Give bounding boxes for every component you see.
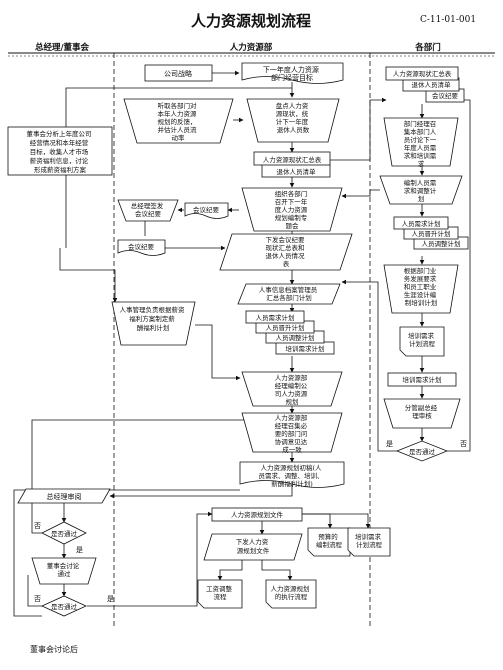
node-dept-collect-needs: 部门经理召 集本部门人 员讨论下一 年度人员需 求和培训需 求 bbox=[383, 117, 459, 168]
node-current-stats: 盘点人力资 源现状，统 计下一年度 退休人员数 bbox=[246, 98, 340, 143]
svg-text:盘点人力资 源现状，统 计下: 盘点人力资 源现状，统 计下一年度 退休人员数 bbox=[276, 101, 311, 134]
page-title: 人力资源规划流程 bbox=[191, 12, 311, 30]
svg-text:编制人员需 求和调整计 划: 编制人员需 求和调整计 划 bbox=[404, 178, 439, 203]
svg-text:培训需求计划: 培训需求计划 bbox=[286, 344, 325, 353]
svg-text:培训需求计划: 培训需求计划 bbox=[403, 375, 442, 384]
svg-text:培训需求 计划流程: 培训需求 计划流程 bbox=[408, 331, 436, 348]
node-board-pass-decision: 是否通过 bbox=[41, 595, 87, 617]
svg-text:人力资源现状汇总表: 人力资源现状汇总表 bbox=[393, 69, 452, 78]
svg-text:人力资源规划文件: 人力资源规划文件 bbox=[231, 510, 284, 519]
node-issue-plan-file: 下发人力资 源规划文件 bbox=[203, 533, 303, 561]
svg-text:部门经理召 集本部门人 员讨: 部门经理召 集本部门人 员讨论下一 年度人员需 求和培训需 求 bbox=[404, 119, 439, 168]
svg-text:培训需求 计划流程: 培训需求 计划流程 bbox=[355, 532, 383, 549]
node-hr-plan-file: 人力资源规划文件 bbox=[211, 507, 303, 522]
node-dept-manager-review: 分管副总经 理审核 bbox=[383, 398, 461, 429]
node-dept-training-needs: 根据部门业 务发展要求 和员工职业 生涯设计编 制培训计划 bbox=[383, 264, 459, 314]
node-gm-sign-minutes: 总经理签发 会议纪要 bbox=[117, 199, 179, 222]
node-hr-manager-compile: 人力资源部 经理编制公 司人力资源 规划 bbox=[241, 371, 343, 407]
svg-text:是否通过: 是否通过 bbox=[51, 529, 78, 538]
svg-text:会议纪要: 会议纪要 bbox=[128, 242, 155, 251]
svg-text:工资调整 流程: 工资调整 流程 bbox=[206, 584, 234, 601]
node-meeting-minutes-left: 会议纪要 bbox=[117, 239, 166, 256]
svg-text:人事管理负责根据薪资 福利方案制定薪: 人事管理负责根据薪资 福利方案制定薪 酬福利计划 bbox=[119, 305, 186, 332]
node-execution-flow: 人力资源规划 的执行流程 bbox=[265, 579, 317, 609]
board-pass-yes-label: 是 bbox=[107, 595, 114, 603]
node-board-discuss: 董事会讨论 通过 bbox=[31, 557, 97, 585]
connectors bbox=[13, 70, 471, 617]
svg-text:董事会分析上年度公司 经营情况和本年经营: 董事会分析上年度公司 经营情况和本年经营 目标，收集人才市场 薪资福利信息，讨论… bbox=[26, 129, 93, 174]
node-hr-plans-stack: 培训需求计划 人员调整计划 人员晋升计划 人员需求计划 bbox=[245, 310, 335, 355]
svg-text:退休人员清单: 退休人员清单 bbox=[277, 167, 317, 176]
svg-text:总经理签发 会议纪要: 总经理签发 会议纪要 bbox=[131, 201, 166, 218]
svg-text:人力资源部 经理编制公 司人: 人力资源部 经理编制公 司人力资源 规划 bbox=[275, 373, 310, 406]
dept-pass-no-label: 否 bbox=[460, 440, 467, 448]
node-salary-adjust-flow: 工资调整 流程 bbox=[197, 579, 243, 609]
svg-text:预算的 编制流程: 预算的 编制流程 bbox=[316, 532, 343, 549]
footer-note: 董事会讨论后 bbox=[30, 644, 78, 654]
node-dept-plans-stack: 人员调整计划 人员晋升计划 人员需求计划 bbox=[393, 216, 469, 250]
node-hr-manager-meet: 人力资源部 经理召集必 要的部门问 协调意见达 成一致 bbox=[241, 412, 343, 454]
node-next-year-goals: 下一年度人力资源 部门经营目标 bbox=[241, 62, 344, 84]
svg-text:下发人力资 源规划文件: 下发人力资 源规划文件 bbox=[236, 537, 271, 555]
svg-text:听取各部门对 本年人力资源: 听取各部门对 本年人力资源 规划的反馈， 并估计人员流 动率 bbox=[157, 101, 198, 142]
node-budget-flow: 预算的 编制流程 bbox=[307, 527, 351, 557]
svg-text:人员调整计划: 人员调整计划 bbox=[276, 333, 315, 342]
node-training-needs-plan-dept: 培训需求计划 bbox=[387, 372, 457, 387]
node-dept-doc-stack: 会议纪要 退休人员清单 人力资源现状汇总表 bbox=[385, 66, 465, 103]
svg-text:下一年度人力资源 部门经营目标: 下一年度人力资源 部门经营目标 bbox=[263, 65, 321, 82]
svg-text:组织各部门 召开下一年 度人: 组织各部门 召开下一年 度人力资源 规划编制专 题会 bbox=[275, 189, 310, 230]
svg-text:人员晋升计划: 人员晋升计划 bbox=[412, 229, 451, 238]
svg-text:人力资源规划初稿(人 员需求、调整、培训、: 人力资源规划初稿(人 员需求、调整、培训、 薪酬福利计划) bbox=[258, 463, 325, 488]
lane-header-right: 各部门 bbox=[414, 42, 441, 53]
svg-text:是否通过: 是否通过 bbox=[409, 447, 436, 456]
lane-header-left: 总经理/董事会 bbox=[35, 42, 90, 53]
dept-pass-yes-label: 是 bbox=[386, 440, 393, 448]
node-training-flow-bottom: 培训需求 计划流程 bbox=[347, 527, 391, 557]
node-gm-pass-decision: 是否通过 bbox=[41, 521, 87, 545]
node-salary-manager-plan: 人事管理负责根据薪资 福利方案制定薪 酬福利计划 bbox=[111, 301, 196, 346]
svg-text:人员调整计划: 人员调整计划 bbox=[422, 239, 461, 248]
svg-text:根据部门业 务发展要求 和员: 根据部门业 务发展要求 和员工职业 生涯设计编 制培训计划 bbox=[404, 266, 439, 307]
svg-text:人员需求计划: 人员需求计划 bbox=[256, 313, 295, 322]
lane-dividers bbox=[8, 52, 495, 628]
svg-text:下发会议纪要 现状汇总表和: 下发会议纪要 现状汇总表和 退休人员情况 表 bbox=[265, 235, 306, 268]
svg-text:是否通过: 是否通过 bbox=[51, 602, 78, 611]
node-company-strategy: 公司战略 bbox=[144, 64, 213, 82]
node-meeting-minutes-mid: 会议纪要 bbox=[184, 202, 229, 219]
svg-text:会议纪要: 会议纪要 bbox=[193, 205, 220, 214]
svg-text:分管副总经 理审核: 分管副总经 理审核 bbox=[405, 403, 440, 420]
svg-text:人员需求计划: 人员需求计划 bbox=[402, 219, 441, 228]
svg-text:会议纪要: 会议纪要 bbox=[432, 91, 459, 100]
svg-text:人力资源部 经理召集必 要的: 人力资源部 经理召集必 要的部门问 协调意见达 成一致 bbox=[275, 413, 310, 454]
svg-text:公司战略: 公司战略 bbox=[164, 69, 192, 78]
node-board-analysis: 董事会分析上年度公司 经营情况和本年经营 目标，收集人才市场 薪资福利信息，讨论… bbox=[7, 126, 113, 176]
node-staffing-adjust-plan: 编制人员需 求和调整计 划 bbox=[379, 175, 463, 205]
svg-text:人事信息档案管理员 汇总各部门计划: 人事信息档案管理员 汇总各部门计划 bbox=[259, 285, 320, 302]
gm-pass-yes-label: 是 bbox=[76, 546, 83, 554]
node-issue-summary: 下发会议纪要 现状汇总表和 退休人员情况 表 bbox=[219, 233, 353, 271]
document-code: C-11-01-001 bbox=[420, 15, 476, 25]
svg-text:总经理审阅: 总经理审阅 bbox=[47, 492, 82, 501]
node-hr-summary-stack: 退休人员清单 人力资源现状汇总表 bbox=[253, 151, 331, 178]
svg-text:人力资源规划 的执行流程: 人力资源规划 的执行流程 bbox=[270, 584, 311, 601]
node-training-plan-flow-dept: 培训需求 计划流程 bbox=[399, 326, 445, 357]
svg-text:人力资源现状汇总表: 人力资源现状汇总表 bbox=[263, 155, 322, 164]
svg-text:退休人员清单: 退休人员清单 bbox=[412, 80, 452, 89]
svg-text:董事会讨论 通过: 董事会讨论 通过 bbox=[47, 561, 82, 578]
board-pass-no-label: 否 bbox=[34, 595, 41, 603]
node-hr-plan-draft: 人力资源规划初稿(人 员需求、调整、培训、 薪酬福利计划) bbox=[239, 461, 345, 488]
node-dept-pass-decision: 是否通过 bbox=[395, 440, 449, 462]
svg-text:人员晋升计划: 人员晋升计划 bbox=[266, 323, 305, 332]
node-analyze-feedback: 听取各部门对 本年人力资源 规划的反馈， 并估计人员流 动率 bbox=[123, 98, 234, 144]
node-gm-review: 总经理审阅 bbox=[17, 488, 111, 504]
lane-header-middle: 人力资源部 bbox=[230, 42, 273, 53]
node-organize-meeting: 组织各部门 召开下一年 度人力资源 规划编制专 题会 bbox=[241, 187, 343, 232]
gm-pass-no-label: 否 bbox=[34, 522, 41, 530]
node-hr-info-summary: 人事信息档案管理员 汇总各部门计划 bbox=[237, 283, 341, 305]
